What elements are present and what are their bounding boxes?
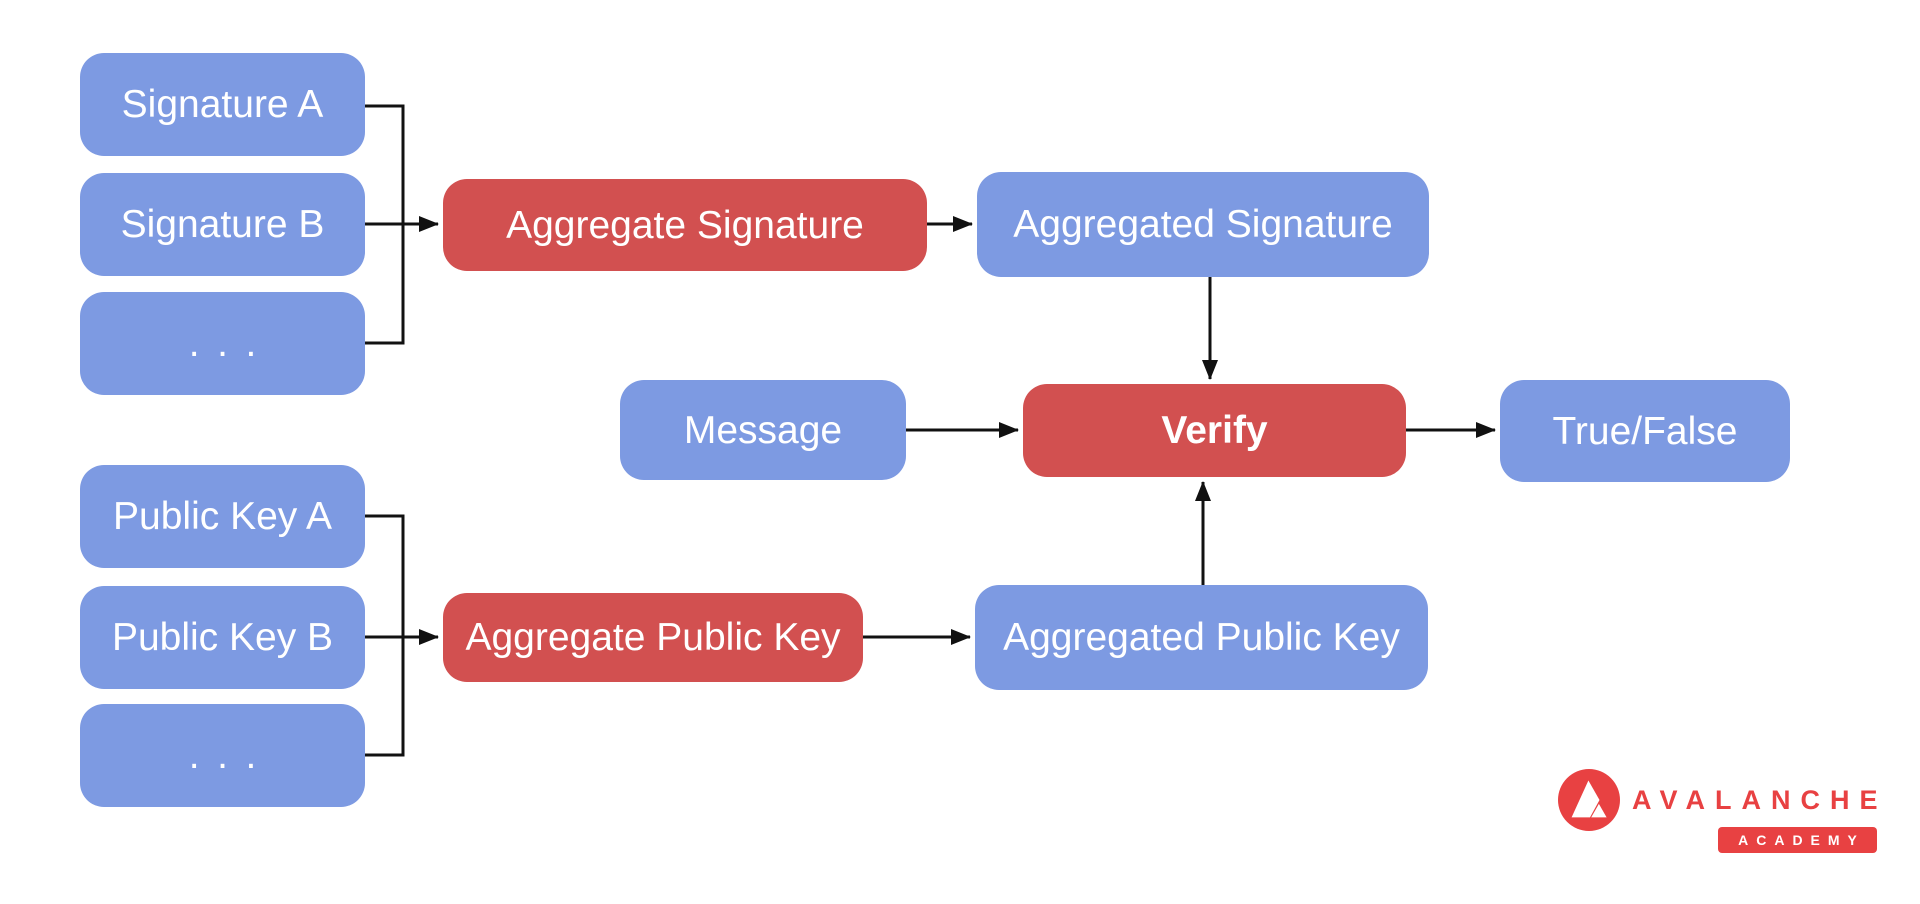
node-aggregate-signature: Aggregate Signature xyxy=(443,179,927,271)
node-signature-b-label: Signature B xyxy=(120,203,325,246)
node-message-label: Message xyxy=(683,408,843,452)
node-aggregated-public-key-label: Aggregated Public Key xyxy=(1003,616,1400,659)
node-verify-label: Verify xyxy=(1161,409,1268,452)
node-public-key-b: Public Key B xyxy=(80,586,365,689)
node-verify: Verify xyxy=(1023,384,1406,477)
node-true-false-label: True/False xyxy=(1552,409,1738,453)
node-aggregated-signature-label: Aggregated Signature xyxy=(1013,203,1393,246)
node-true-false: True/False xyxy=(1500,380,1790,482)
node-aggregate-signature-label: Aggregate Signature xyxy=(506,203,864,247)
avalanche-logo-icon xyxy=(1558,769,1620,831)
node-aggregated-public-key: Aggregated Public Key xyxy=(975,585,1428,690)
node-signature-ellipsis-label: ... xyxy=(188,322,274,365)
node-aggregate-public-key-label: Aggregate Public Key xyxy=(465,616,841,659)
node-signature-ellipsis: ... xyxy=(80,292,365,395)
brand-academy-badge: ACADEMY xyxy=(1718,827,1877,853)
avalanche-academy-logo: AVALANCHE ACADEMY xyxy=(1556,767,1886,859)
node-signature-a-label: Signature A xyxy=(121,83,324,126)
node-signature-b: Signature B xyxy=(80,173,365,276)
node-public-key-ellipsis: ... xyxy=(80,704,365,807)
node-aggregated-signature: Aggregated Signature xyxy=(977,172,1429,277)
brand-wordmark: AVALANCHE xyxy=(1632,784,1888,815)
node-public-key-b-label: Public Key B xyxy=(111,616,334,659)
node-public-key-a-label: Public Key A xyxy=(113,495,332,538)
node-public-key-ellipsis-label: ... xyxy=(188,734,274,777)
node-aggregate-public-key: Aggregate Public Key xyxy=(443,593,863,682)
node-message: Message xyxy=(620,380,906,480)
node-public-key-a: Public Key A xyxy=(80,465,365,568)
node-signature-a: Signature A xyxy=(80,53,365,156)
